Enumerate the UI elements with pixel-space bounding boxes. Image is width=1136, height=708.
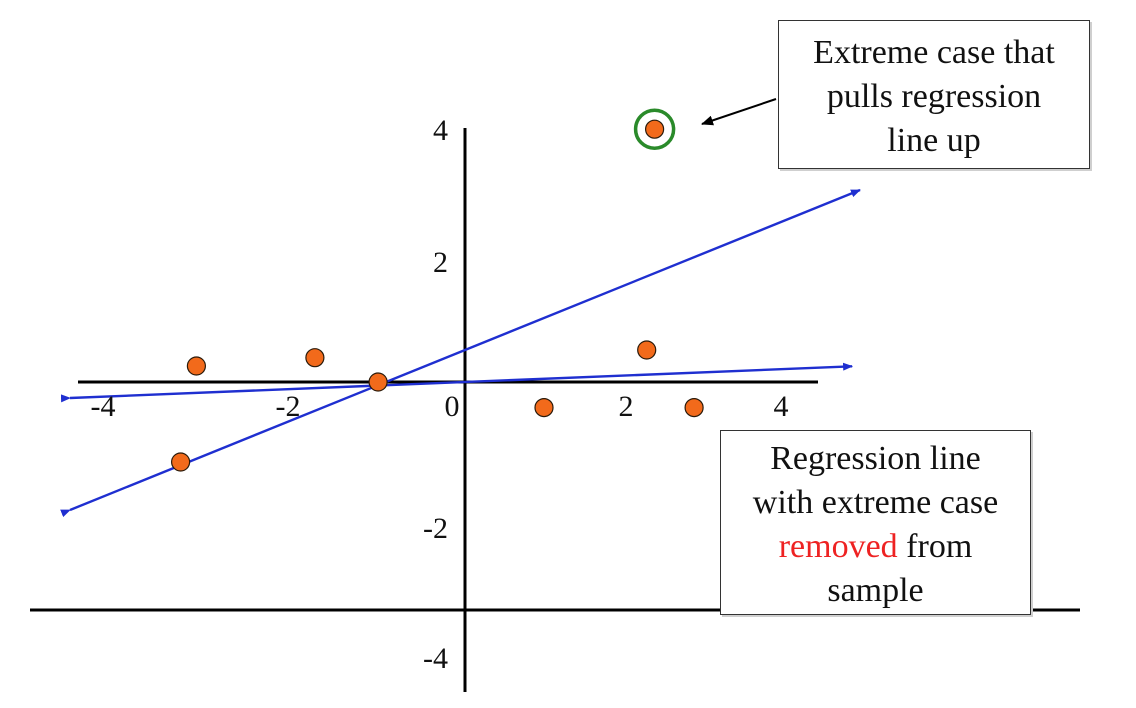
data-point-3 [368, 372, 388, 392]
extreme-case-line-1: Extreme case that [813, 34, 1055, 71]
removed-case-line-4: sample [827, 572, 924, 609]
removed-case-line-3: removed from [721, 525, 1030, 569]
x-tick-label: 4 [774, 390, 789, 423]
data-points [171, 108, 704, 472]
removed-case-annotation: Regression line with extreme case remove… [720, 430, 1031, 615]
data-point-7 [684, 398, 704, 418]
extreme-case-line-2: pulls regression [826, 78, 1042, 115]
removed-highlight-word: removed [778, 528, 898, 565]
extreme-case-annotation: Extreme case that pulls regression line … [778, 20, 1090, 169]
regression-line-2 [60, 362, 854, 403]
removed-case-line-1: Regression line [770, 440, 981, 477]
y-tick-label: 2 [433, 246, 448, 279]
x-tick-label: 0 [445, 390, 460, 423]
y-tick-label: 4 [433, 114, 448, 147]
data-point-2 [305, 348, 325, 368]
data-point-4 [171, 452, 191, 472]
regression-lines [60, 188, 861, 518]
y-tick-label: -4 [423, 642, 448, 675]
x-tick-label: 2 [619, 390, 634, 423]
x-tick-label: -2 [276, 390, 301, 423]
removed-case-line-3-rest: from [897, 528, 973, 565]
data-point-1 [186, 356, 206, 376]
data-point-6 [637, 340, 657, 360]
data-point-5 [534, 398, 554, 418]
extreme-case-line-3: line up [887, 122, 981, 159]
removed-case-line-2: with extreme case [752, 484, 999, 521]
extreme-data-point [644, 119, 665, 139]
regression-line-1 [60, 188, 861, 518]
tick-labels: -4 -2 0 2 4 4 2 -2 -4 [91, 114, 789, 675]
annotation-arrow [701, 98, 777, 126]
highlight-ring [633, 108, 676, 150]
x-tick-label: -4 [91, 390, 116, 423]
y-tick-label: -2 [423, 512, 448, 545]
